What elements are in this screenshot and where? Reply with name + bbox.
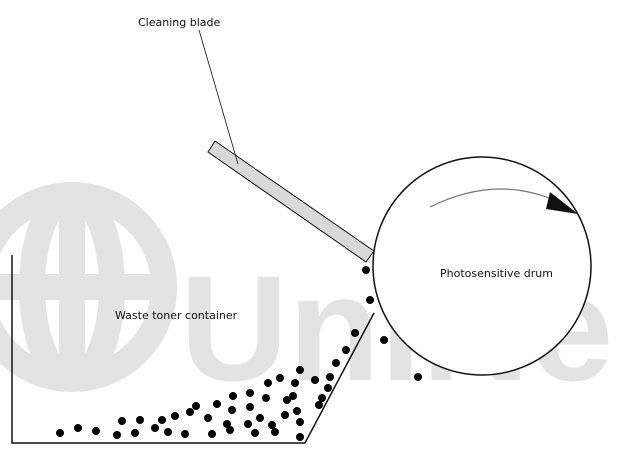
toner-particle	[74, 424, 82, 432]
toner-particle	[158, 416, 166, 424]
toner-particle	[131, 429, 139, 437]
toner-particle	[136, 416, 144, 424]
toner-particle	[204, 414, 212, 422]
toner-particle	[289, 392, 297, 400]
toner-particle	[118, 417, 126, 425]
rotation-arrow-icon	[429, 188, 578, 214]
toner-particle	[283, 396, 291, 404]
globe-watermark-icon	[0, 182, 177, 392]
toner-particle	[296, 418, 304, 426]
toner-particle	[223, 420, 231, 428]
toner-particle	[351, 329, 359, 337]
toner-particle	[192, 402, 200, 410]
toner-particle	[244, 420, 252, 428]
toner-particle	[342, 346, 350, 354]
cleaning-blade-leader-line	[198, 29, 239, 165]
toner-particle	[246, 389, 254, 397]
toner-particles	[56, 266, 422, 441]
toner-particle	[226, 426, 234, 434]
toner-particle	[251, 429, 259, 437]
toner-particle	[186, 408, 194, 416]
container-label: Waste toner container	[115, 309, 238, 322]
toner-particle	[56, 429, 64, 437]
toner-particle	[262, 394, 270, 402]
toner-particle	[246, 403, 254, 411]
cleaning-blade-label: Cleaning blade	[138, 16, 220, 29]
toner-particle	[228, 406, 236, 414]
cleaning-blade	[207, 140, 375, 263]
toner-particle	[281, 411, 289, 419]
drum-label: Photosensitive drum	[440, 267, 553, 280]
toner-particle	[362, 266, 370, 274]
toner-particle	[181, 430, 189, 438]
toner-particle	[171, 412, 179, 420]
toner-particle	[229, 392, 237, 400]
toner-particle	[208, 430, 216, 438]
toner-particle	[296, 366, 304, 374]
toner-particle	[332, 359, 340, 367]
toner-particle	[151, 424, 159, 432]
toner-particle	[296, 433, 304, 441]
toner-particle	[213, 400, 221, 408]
toner-particle	[326, 373, 334, 381]
toner-particle	[315, 401, 323, 409]
toner-particle	[291, 379, 299, 387]
toner-particle	[318, 394, 326, 402]
toner-particle	[311, 376, 319, 384]
toner-particle	[324, 384, 332, 392]
toner-particle	[414, 373, 422, 381]
toner-particle	[271, 428, 279, 436]
toner-particle	[276, 374, 284, 382]
toner-particle	[113, 431, 121, 439]
toner-particle	[164, 428, 172, 436]
toner-particle	[92, 427, 100, 435]
toner-particle	[264, 379, 272, 387]
toner-particle	[293, 407, 301, 415]
waste-toner-container	[11, 255, 375, 444]
photosensitive-drum	[372, 156, 592, 376]
toner-particle	[268, 421, 276, 429]
toner-particle	[256, 414, 264, 422]
toner-particle	[380, 336, 388, 344]
toner-particle	[366, 296, 374, 304]
